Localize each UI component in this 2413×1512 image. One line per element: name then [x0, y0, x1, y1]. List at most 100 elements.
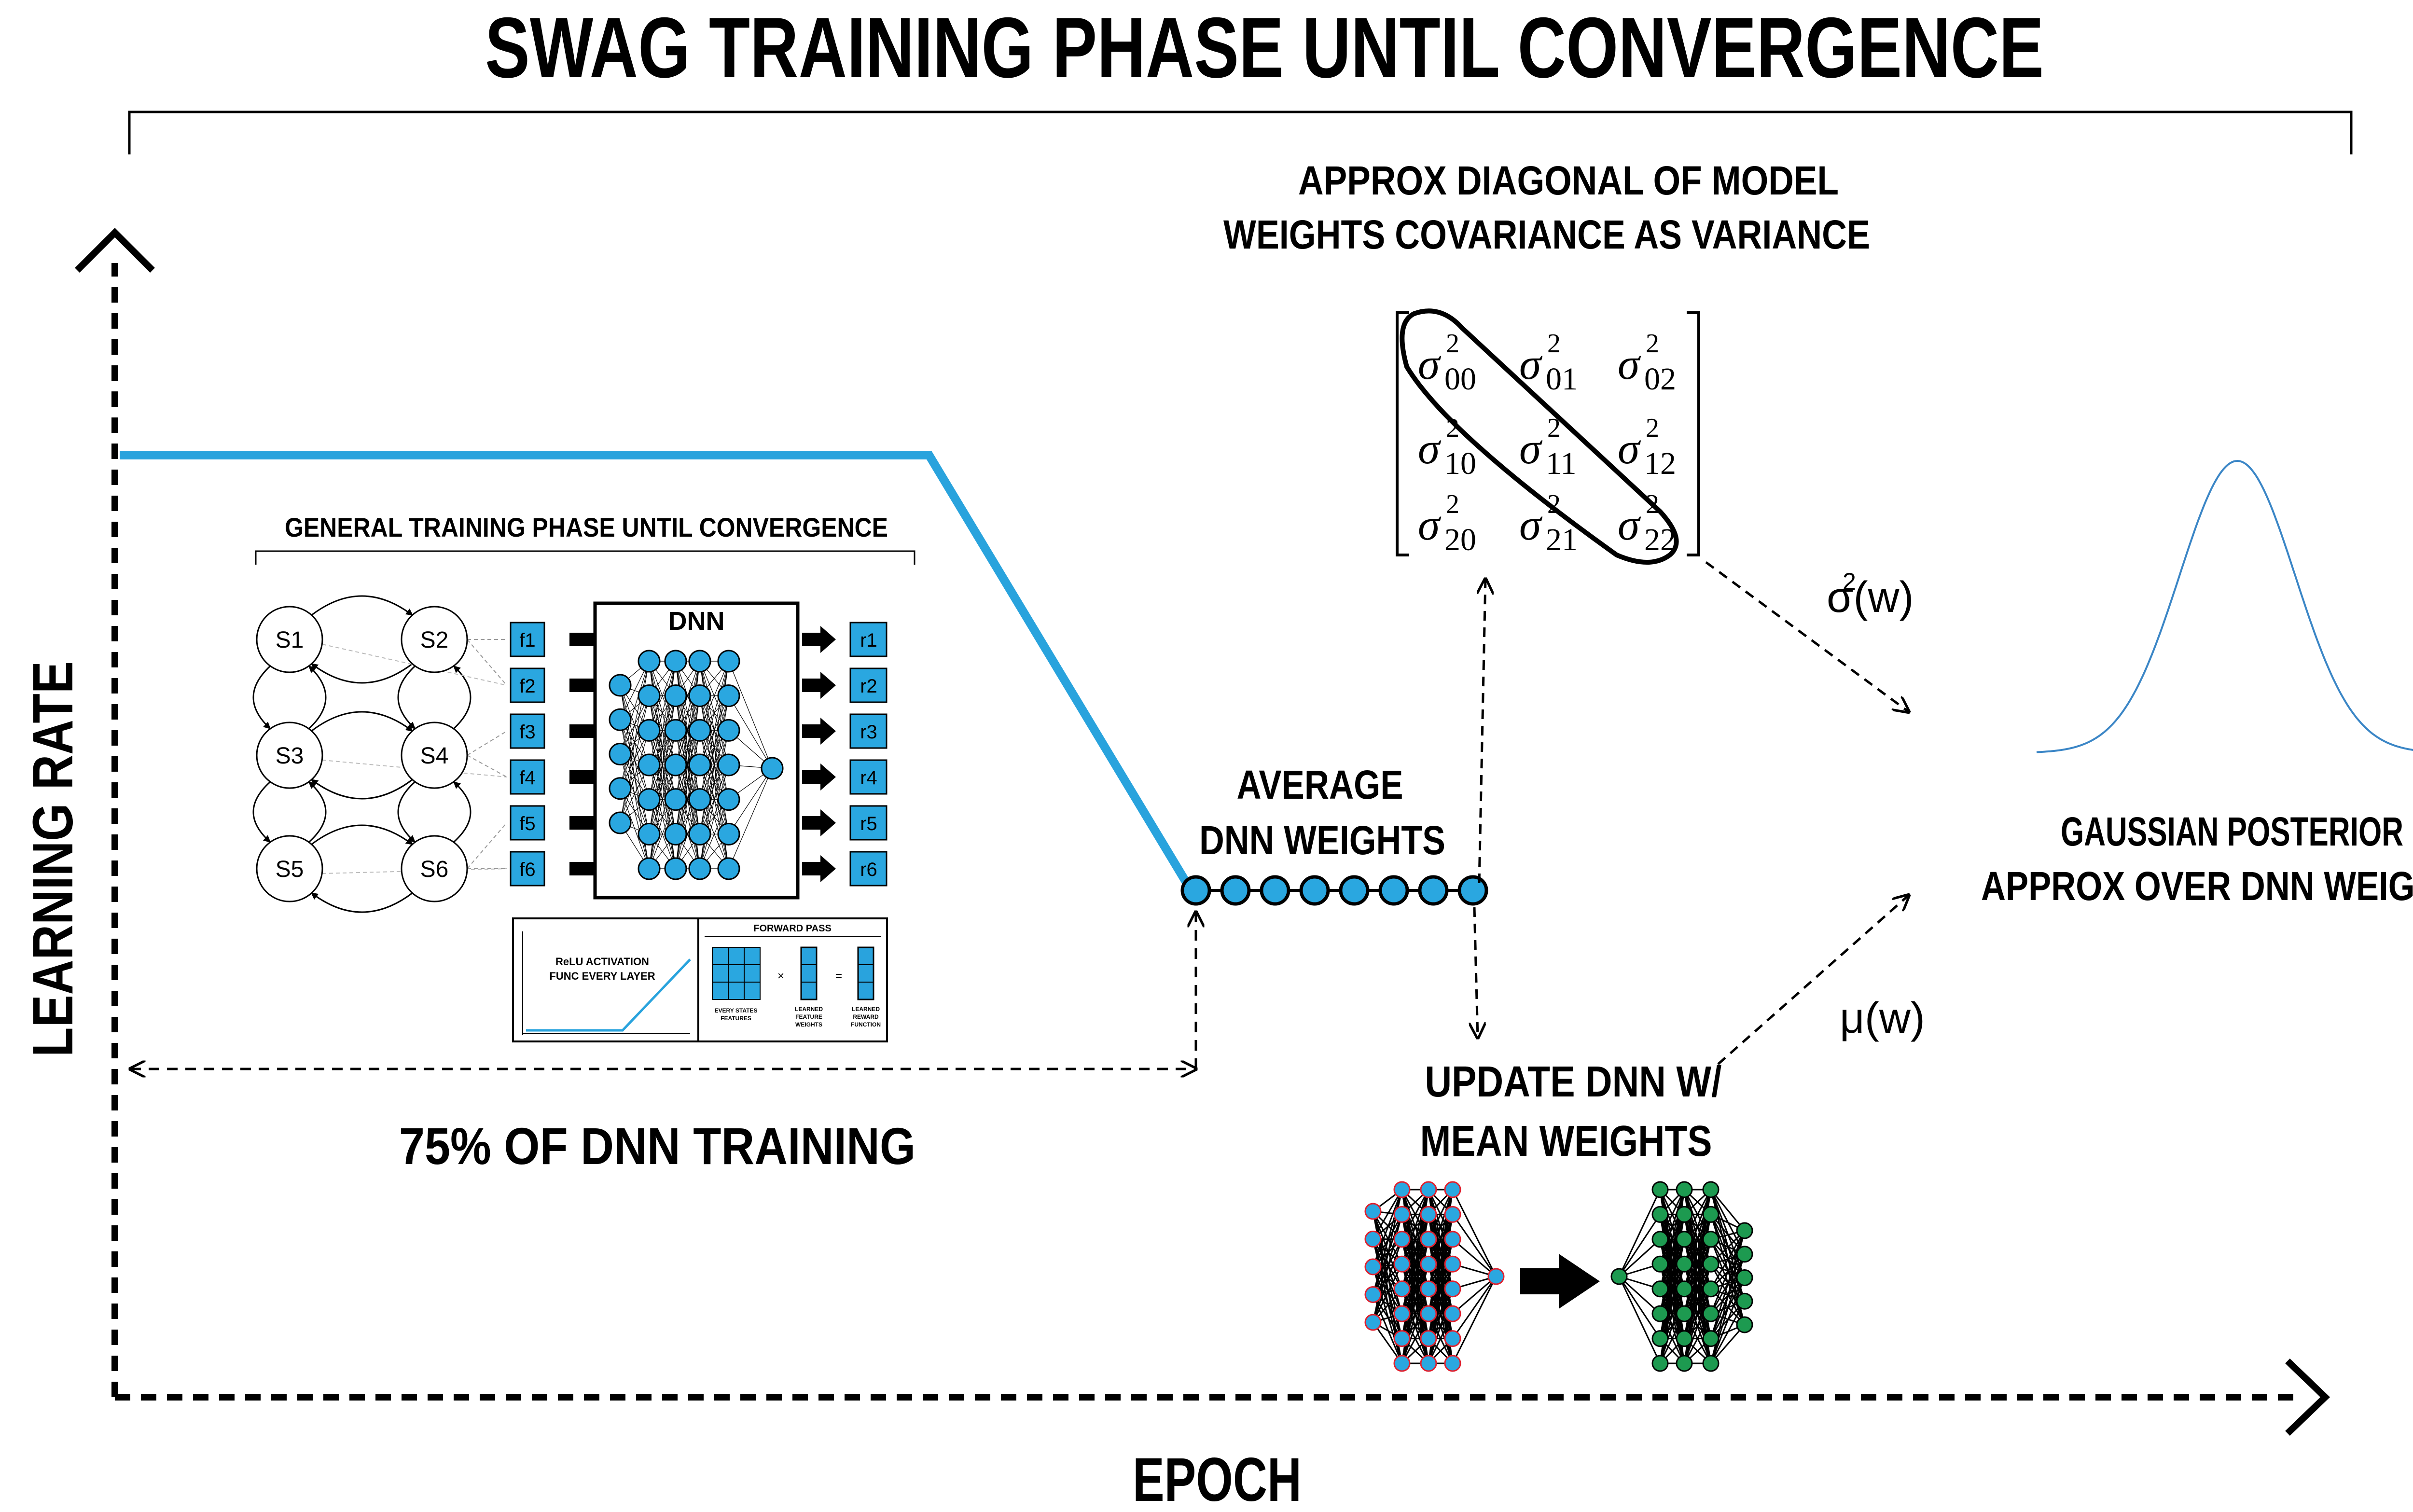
feature-box: [510, 805, 545, 841]
sigma-superscript: 2: [1646, 489, 1659, 519]
network-edge: [1710, 1324, 1746, 1364]
feature-label: f1: [519, 630, 535, 651]
matrix-left-bracket: [1396, 311, 1409, 556]
relu-label-2: FUNC EVERY LAYER: [549, 970, 655, 982]
network-edge: [1428, 1313, 1454, 1364]
state-feature-link: [467, 755, 507, 777]
sigma-symbol: σ: [1618, 424, 1641, 473]
network-edge: [1372, 1189, 1403, 1240]
diagonal-highlight: [1400, 308, 1679, 565]
weights-caption-1: LEARNED: [795, 1006, 823, 1013]
sigma-superscript: 2: [1446, 413, 1459, 443]
state-transition-arrow: [453, 665, 472, 730]
network-node: [717, 857, 740, 880]
network-node: [664, 719, 687, 742]
sigma-symbol: σ: [1519, 424, 1543, 473]
state-transition-arrow: [308, 665, 327, 730]
state-transition-arrow: [310, 663, 413, 684]
update-arrow: [1520, 1254, 1600, 1309]
network-node: [688, 650, 711, 673]
network-edge: [1372, 1189, 1403, 1267]
network-edge: [1683, 1189, 1712, 1240]
network-edge: [728, 661, 773, 769]
reward-caption-2: REWARD: [853, 1013, 879, 1020]
network-edge: [1618, 1276, 1661, 1315]
network-edge: [1659, 1189, 1685, 1290]
network-node: [1736, 1246, 1753, 1263]
output-arrow: [802, 855, 836, 882]
sigma-subscript: 22: [1644, 522, 1676, 557]
sigma-symbol: σ: [1618, 500, 1641, 549]
weight-snapshot-node: [1220, 875, 1251, 906]
state-transition-arrow: [252, 781, 271, 843]
panel-frame: [512, 917, 888, 1042]
network-node: [717, 684, 740, 707]
reward-box: [849, 713, 888, 749]
network-edge: [1401, 1313, 1429, 1364]
state-transition-arrow: [310, 892, 413, 913]
state-label: S6: [420, 857, 449, 882]
matrix-cell-square: [744, 982, 761, 1000]
matrix-right-bracket: [1687, 311, 1700, 556]
weight-snapshot-node: [1418, 875, 1449, 906]
network-node: [1702, 1305, 1720, 1322]
network-node: [1444, 1330, 1461, 1347]
network-node: [1610, 1268, 1628, 1285]
reward-box: [849, 805, 888, 841]
network-edge: [699, 661, 729, 800]
dnn-label: DNN: [668, 607, 725, 636]
network-edge: [675, 799, 700, 869]
state-label: S5: [276, 857, 304, 882]
forward-pass: FORWARD PASS × = EVERY STATES FEATURES L…: [705, 923, 881, 1028]
network-edge: [675, 764, 700, 869]
state-feature-link: [322, 868, 507, 874]
covariance-title-2: WEIGHTS COVARIANCE AS VARIANCE: [1223, 212, 1870, 257]
input-arrows: [569, 633, 595, 875]
network-node: [664, 753, 687, 777]
state-feature-link: [467, 822, 507, 869]
weight-snapshot-node: [1339, 875, 1370, 906]
network-edge: [1452, 1276, 1497, 1315]
sigma-superscript: 2: [1446, 489, 1459, 519]
network-edge: [620, 661, 650, 754]
network-node: [1702, 1231, 1720, 1248]
network-edge: [1659, 1313, 1685, 1364]
gaussian-curve: [2036, 459, 2413, 753]
network-edge: [649, 764, 676, 869]
feature-box: [510, 667, 545, 703]
network-node: [1651, 1231, 1669, 1248]
network-edge: [675, 661, 700, 800]
learning-rate-curve: [120, 451, 1195, 893]
activation-forward-panel: ReLU ACTIVATION FUNC EVERY LAYER FORWARD…: [512, 917, 888, 1042]
gaussian-block: GAUSSIAN POSTERIOR APPROX OVER DNN WEIGH…: [1981, 459, 2413, 909]
sigma-subscript: 11: [1546, 446, 1577, 481]
network-edge: [675, 661, 700, 731]
network-node: [1393, 1330, 1411, 1347]
general-training-inset: GENERAL TRAINING PHASE UNTIL CONVERGENCE…: [252, 512, 915, 1042]
network-edge: [1401, 1189, 1429, 1264]
sigma-superscript: 2: [1547, 489, 1561, 519]
network-node: [1736, 1222, 1753, 1239]
network-node: [1420, 1280, 1437, 1298]
network-edge: [620, 661, 650, 789]
network-edge: [728, 695, 773, 769]
covariance-title-1: APPROX DIAGONAL OF MODEL: [1298, 158, 1839, 203]
network-edge: [649, 661, 676, 765]
network-node: [1676, 1255, 1693, 1273]
network-node: [1393, 1181, 1411, 1198]
network-edge: [620, 730, 650, 823]
network-node: [1676, 1330, 1693, 1347]
network-node: [1420, 1231, 1437, 1248]
network-node: [1651, 1330, 1669, 1347]
network-node: [717, 788, 740, 811]
network-edge: [1428, 1189, 1454, 1264]
states-features-caption-1: EVERY STATES: [715, 1007, 758, 1014]
network-node: [717, 822, 740, 846]
state-transition-arrow: [453, 781, 472, 843]
matrix-cell-square: [712, 982, 729, 1000]
network-node: [1676, 1355, 1693, 1372]
reward-vector: [857, 946, 874, 1000]
